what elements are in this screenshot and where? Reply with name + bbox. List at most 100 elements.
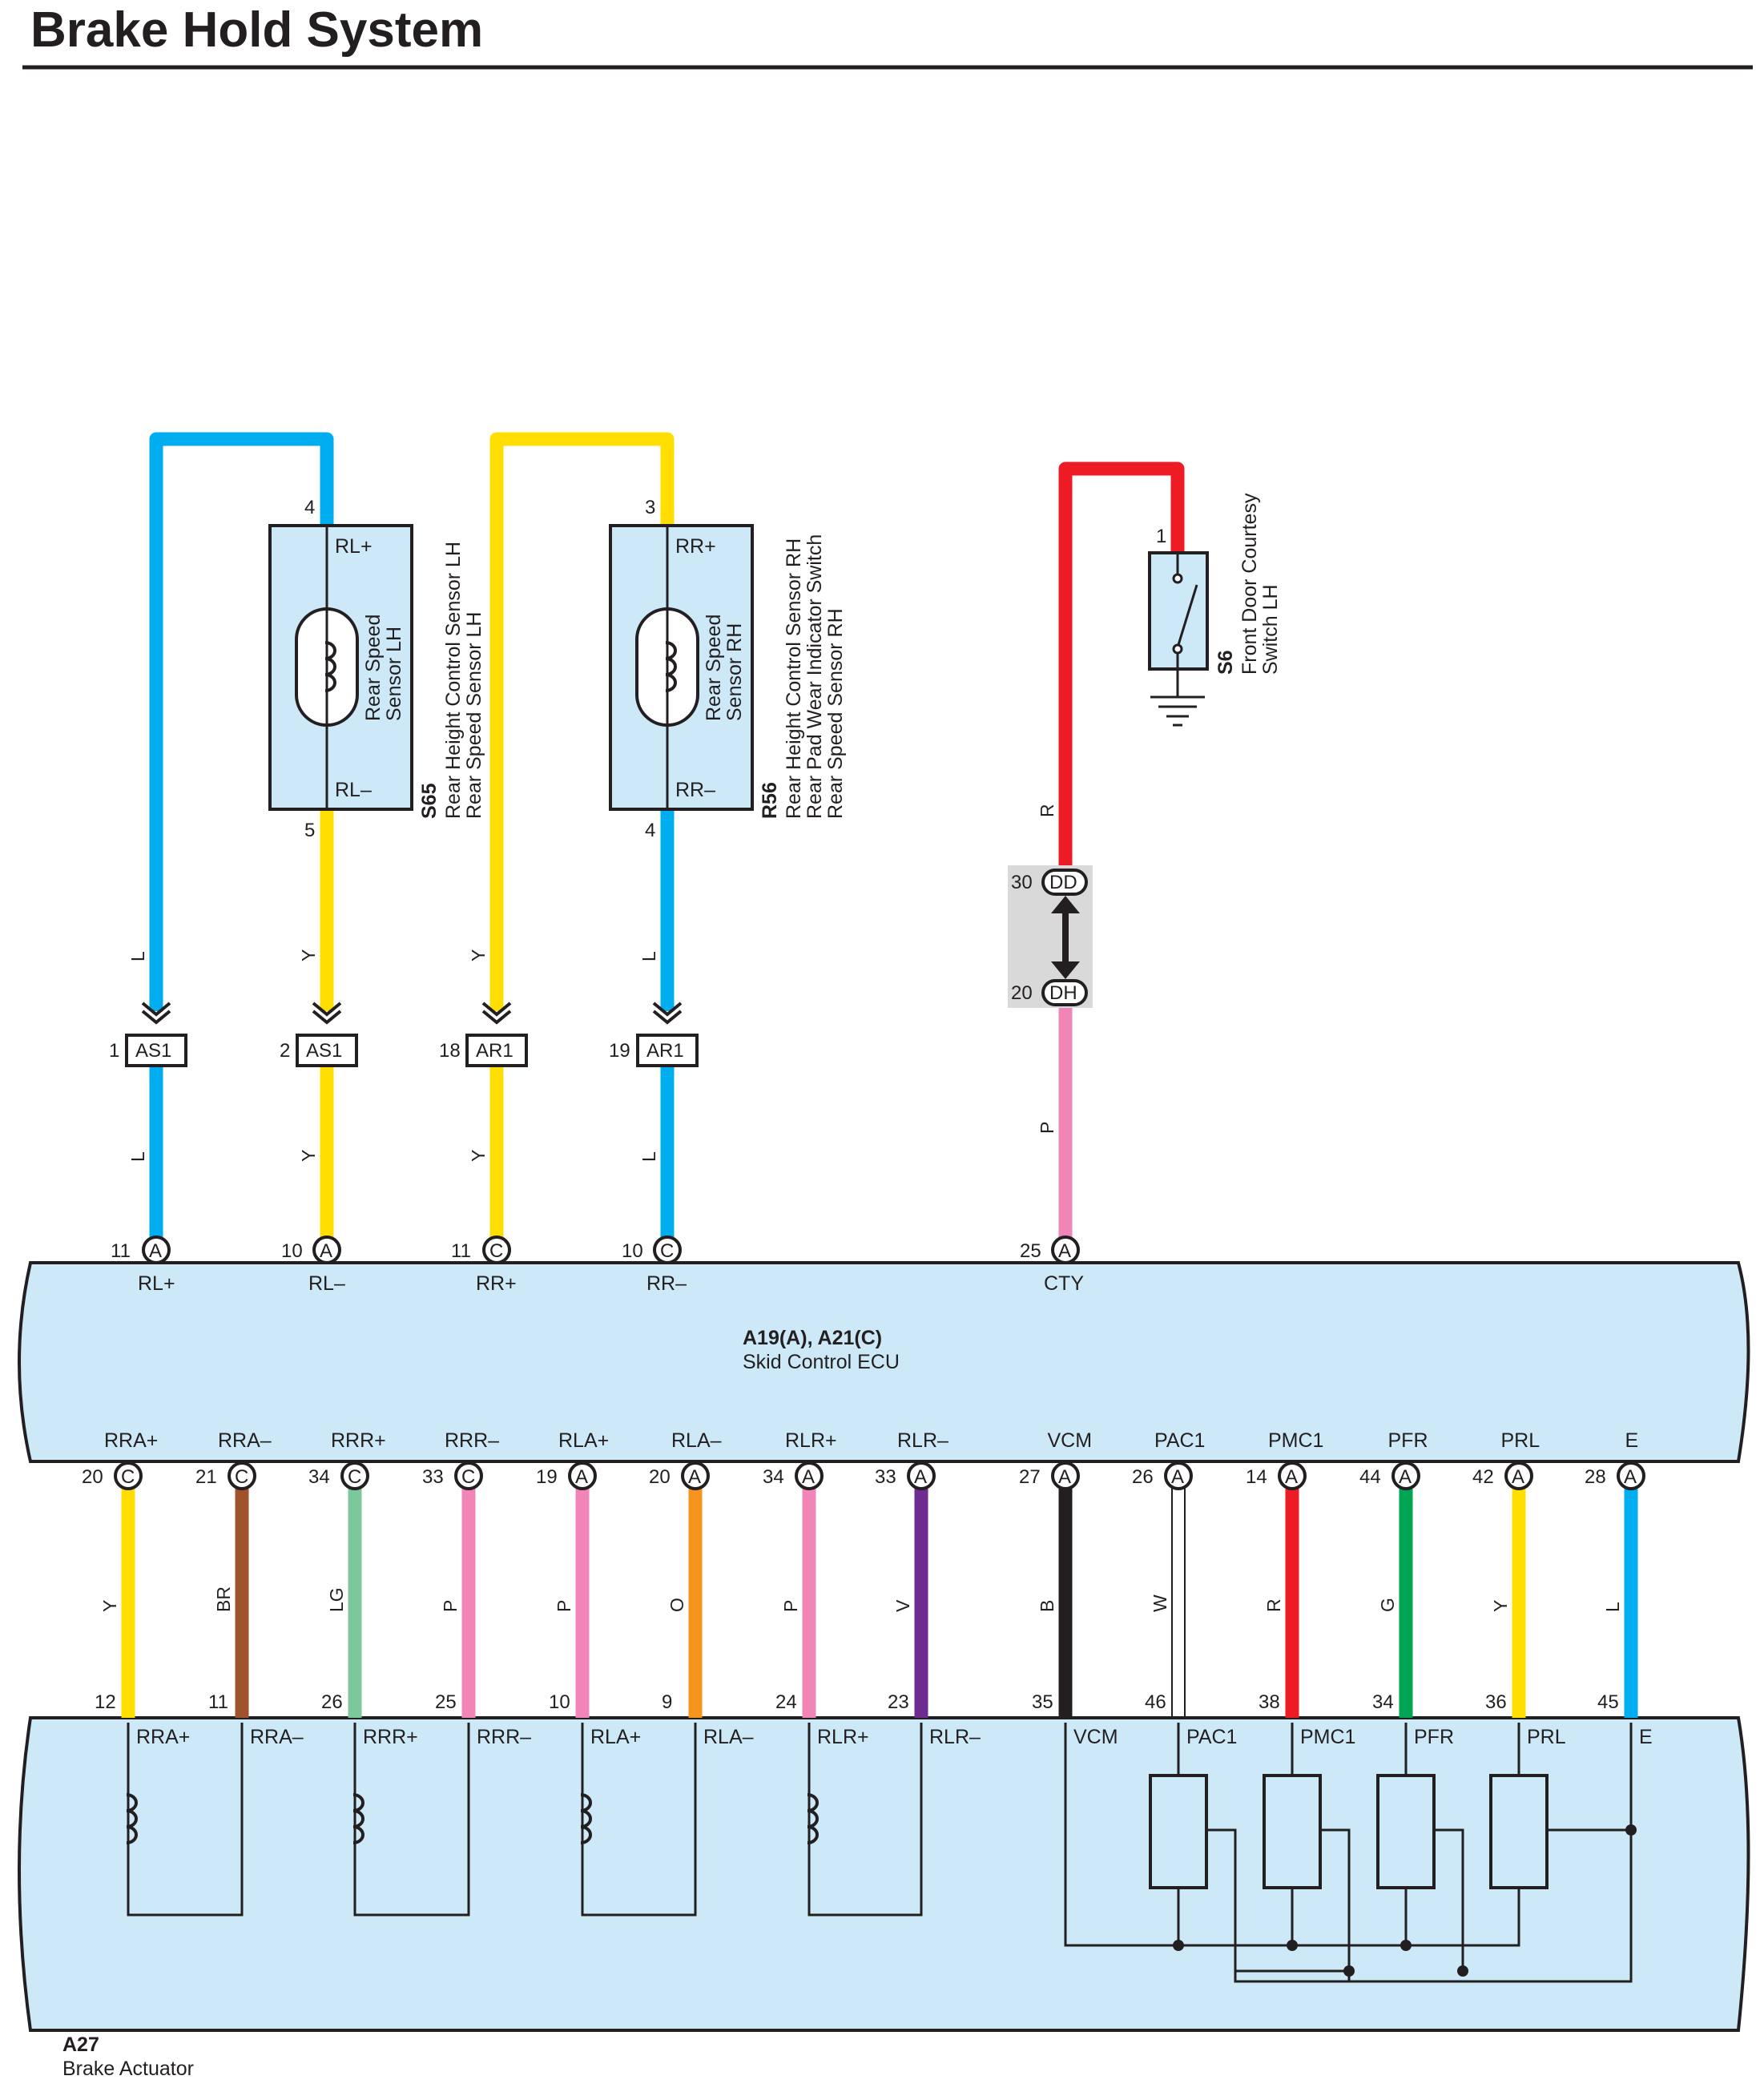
wire-y-rr-plus bbox=[489, 432, 675, 1011]
actuator-code: A27 bbox=[62, 2034, 99, 2056]
ecu-pin-conn: A bbox=[802, 1466, 815, 1488]
ecu-bottom-term-label: RRA– bbox=[218, 1429, 272, 1452]
ecu-pin-circle bbox=[568, 1461, 597, 1490]
ecu-top-pin: C 10 RR– bbox=[622, 1235, 687, 1295]
actuator-pin-number: 23 bbox=[888, 1691, 909, 1713]
pressure-sensor-pmc1 bbox=[1263, 1774, 1322, 1889]
actuator-pin-number: 11 bbox=[208, 1691, 228, 1713]
ecu-bottom-term-label: PFR bbox=[1388, 1429, 1428, 1452]
actuator-pin-number: 38 bbox=[1259, 1691, 1280, 1713]
ecu-bottom-term-label: VCM bbox=[1048, 1429, 1093, 1452]
ecu-pin-circle bbox=[1504, 1461, 1533, 1490]
wire-color-label: Y bbox=[468, 1150, 489, 1162]
actuator-pin-number: 36 bbox=[1485, 1691, 1507, 1713]
actuator-pin-number: 25 bbox=[435, 1691, 457, 1713]
inline-conn-code: AR1 bbox=[476, 1040, 513, 1062]
ecu-pin-circle bbox=[795, 1461, 824, 1490]
sensor-lh-term-top: RL+ bbox=[335, 535, 373, 558]
ecu-pin-conn: C bbox=[461, 1466, 475, 1488]
pressure-sensors bbox=[1149, 1774, 1549, 1889]
ecu-top-pin: A 10 RL– bbox=[281, 1235, 345, 1295]
sensor-rh-inner2: Sensor RH bbox=[723, 623, 746, 721]
ecu-bottom-term-label: E bbox=[1625, 1429, 1639, 1452]
wire-color-label: LG bbox=[326, 1587, 347, 1612]
sensor-lh-name2: Rear Speed Sensor LH bbox=[463, 612, 485, 819]
pressure-sensor-pfr bbox=[1376, 1774, 1436, 1889]
sensor-lh-name1: Rear Height Control Sensor LH bbox=[442, 542, 465, 819]
top-wire-color-labels: L Y Y L R L Y Y L P bbox=[127, 804, 1057, 1162]
wire-color-label: R bbox=[1037, 804, 1057, 817]
sensor-rh-code: R56 bbox=[759, 782, 781, 819]
door-switch: 1 S6 Front Door Courtesy Switch LH bbox=[1148, 493, 1282, 727]
wire-color-label: P bbox=[780, 1600, 801, 1612]
inline-conn-pin: 1 bbox=[109, 1040, 119, 1062]
wire-color-label: Y bbox=[298, 1150, 319, 1162]
inline-conn-pin: 18 bbox=[439, 1040, 461, 1062]
inline-connector: AS1 1 bbox=[109, 1002, 187, 1067]
ecu-pin-circle bbox=[1164, 1461, 1193, 1490]
ecu-pin-circle bbox=[681, 1461, 710, 1490]
ecu-pin-conn: A bbox=[1512, 1466, 1524, 1488]
ecu-bottom-term-label: RLA+ bbox=[558, 1429, 609, 1452]
ecu-pin-number: 33 bbox=[875, 1466, 896, 1488]
actuator-pin-number: 35 bbox=[1032, 1691, 1053, 1713]
ecu-pin-conn: A bbox=[1285, 1466, 1298, 1488]
door-switch-pin: 1 bbox=[1156, 526, 1166, 547]
sensor-rh-inner1: Rear Speed bbox=[703, 615, 725, 721]
ecu-pin-circle bbox=[1278, 1461, 1307, 1490]
ecu-top-pin: A 11 RL+ bbox=[111, 1235, 175, 1295]
svg-text:RR–: RR– bbox=[646, 1272, 687, 1295]
actuator-term-label: RLA– bbox=[703, 1726, 754, 1748]
svg-text:11: 11 bbox=[111, 1240, 131, 1262]
sensor-rh-pin-top: 3 bbox=[645, 497, 655, 518]
actuator-pin-number: 10 bbox=[549, 1691, 570, 1713]
actuator-term-label: PRL bbox=[1527, 1726, 1566, 1748]
actuator-term-label: RRA+ bbox=[136, 1726, 190, 1748]
ecu-pin-circle bbox=[1051, 1461, 1080, 1490]
wire-color-label: P bbox=[554, 1600, 574, 1612]
inline-conn-code: AR1 bbox=[646, 1040, 684, 1062]
wire-color-label: Y bbox=[1490, 1600, 1511, 1612]
ecu-pin-circle bbox=[454, 1461, 483, 1490]
sensor-lh-pin-top: 4 bbox=[304, 497, 315, 518]
svg-text:C: C bbox=[660, 1240, 674, 1262]
sensor-lh-code: S65 bbox=[418, 783, 441, 819]
door-switch-name2: Switch LH bbox=[1259, 584, 1282, 675]
ecu-pin-conn: A bbox=[575, 1466, 588, 1488]
wire-color-label: B bbox=[1037, 1600, 1057, 1612]
svg-text:RL–: RL– bbox=[308, 1272, 345, 1295]
ecu-pin-conn: A bbox=[1399, 1466, 1412, 1488]
junction-connector: DD DH 30 20 bbox=[1008, 865, 1093, 1008]
ecu-top-pin: A 25 CTY bbox=[1020, 1235, 1084, 1295]
pressure-sensor-prl bbox=[1489, 1774, 1549, 1889]
ecu-bottom-term-label: RRR– bbox=[445, 1429, 499, 1452]
svg-text:A: A bbox=[149, 1240, 162, 1262]
sensor-rh: RR+ RR– 3 4 Rear Speed Sensor RH R56 Rea… bbox=[609, 497, 847, 841]
svg-text:C: C bbox=[489, 1240, 503, 1262]
door-switch-code: S6 bbox=[1214, 650, 1237, 675]
ecu-bottom-term-label: RLR+ bbox=[785, 1429, 837, 1452]
ecu-pin-circle bbox=[228, 1461, 256, 1490]
wire-color-label: BR bbox=[213, 1586, 234, 1612]
splice-dots bbox=[1173, 1824, 1637, 1977]
wire-color-label: L bbox=[638, 1151, 659, 1162]
wire-color-label: O bbox=[667, 1598, 687, 1612]
svg-text:11: 11 bbox=[451, 1240, 471, 1262]
sensor-lh-pin-bot: 5 bbox=[304, 820, 315, 841]
inline-conn-code: AS1 bbox=[135, 1040, 171, 1062]
wire-color-label: L bbox=[127, 1151, 148, 1162]
ecu-pin-number: 33 bbox=[422, 1466, 444, 1488]
joint-pin2: 20 bbox=[1011, 982, 1033, 1004]
sensor-rh-term-bot: RR– bbox=[675, 779, 715, 801]
actuator-pin-number: 34 bbox=[1372, 1691, 1394, 1713]
skid-control-ecu-box bbox=[18, 1261, 1750, 1463]
ecu-pin-conn: A bbox=[1058, 1466, 1071, 1488]
ecu-pin-circle bbox=[340, 1461, 369, 1490]
ecu-pin-conn: C bbox=[348, 1466, 361, 1488]
wire-color-label: P bbox=[1037, 1122, 1057, 1134]
inline-conn-pin: 2 bbox=[280, 1040, 290, 1062]
page-title: Brake Hold System bbox=[30, 2, 483, 58]
actuator-name: Brake Actuator bbox=[62, 2058, 194, 2080]
svg-text:CTY: CTY bbox=[1044, 1272, 1084, 1295]
